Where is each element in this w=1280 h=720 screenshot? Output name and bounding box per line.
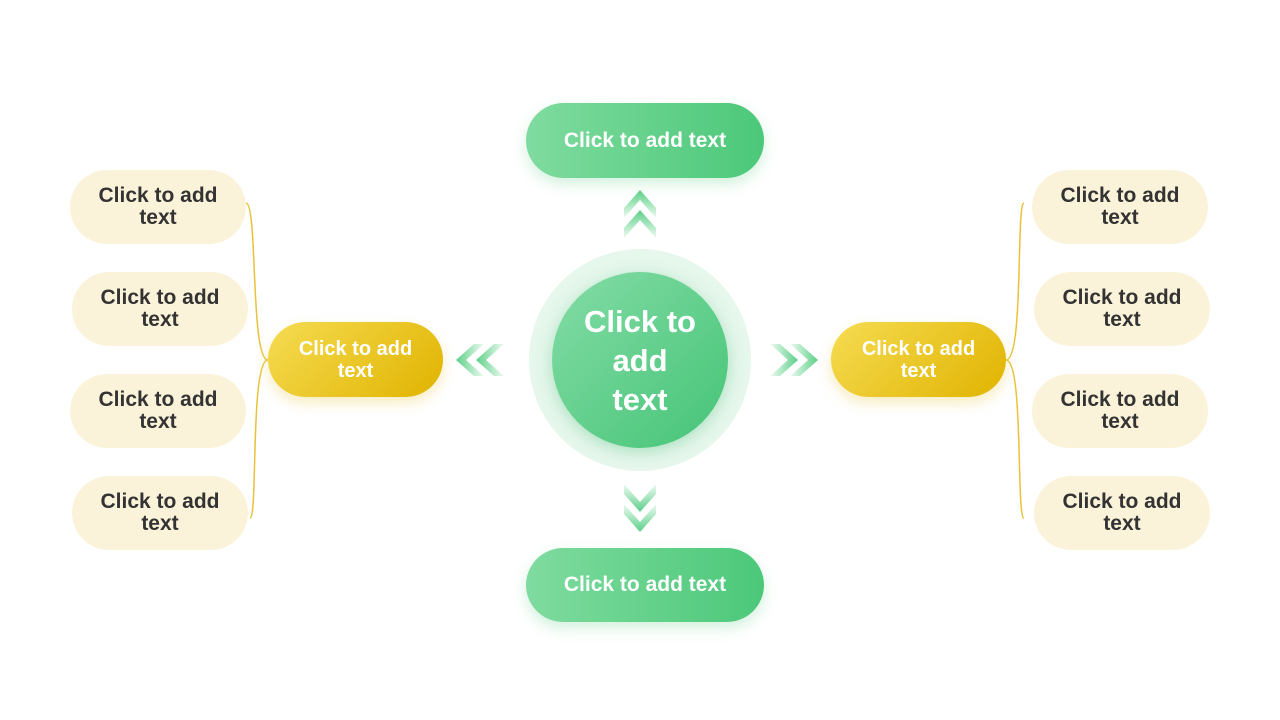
arrow-down-icon — [624, 484, 656, 532]
left-item-3[interactable]: Click to add text — [70, 374, 246, 448]
right-item-label: Click to add text — [1062, 490, 1182, 535]
right-item-3[interactable]: Click to add text — [1032, 374, 1208, 448]
left-hub-label: Click to add text — [298, 337, 413, 382]
arrow-right-icon — [770, 344, 818, 376]
bottom-node-label: Click to add text — [563, 573, 727, 596]
bottom-node[interactable]: Click to add text — [526, 548, 764, 622]
top-node-label: Click to add text — [563, 128, 727, 152]
left-item-label: Click to add text — [98, 184, 218, 229]
right-item-label: Click to add text — [1060, 184, 1180, 229]
left-item-label: Click to add text — [100, 286, 220, 331]
right-item-4[interactable]: Click to add text — [1034, 476, 1210, 550]
arrow-up-icon — [624, 190, 656, 238]
right-item-label: Click to add text — [1060, 388, 1180, 433]
arrow-left-icon — [456, 344, 504, 376]
right-item-2[interactable]: Click to add text — [1034, 272, 1210, 346]
right-bracket-connector — [1005, 202, 1025, 519]
top-node[interactable]: Click to add text — [526, 103, 764, 178]
center-node[interactable]: Click to add text — [552, 272, 728, 448]
left-item-label: Click to add text — [98, 388, 218, 433]
left-hub-node[interactable]: Click to add text — [268, 322, 443, 397]
left-item-2[interactable]: Click to add text — [72, 272, 248, 346]
right-hub-label: Click to add text — [861, 337, 976, 382]
center-node-label: Click to add text — [584, 303, 696, 417]
right-item-label: Click to add text — [1062, 286, 1182, 331]
left-item-label: Click to add text — [100, 490, 220, 535]
left-bracket-connector — [245, 202, 269, 519]
right-item-1[interactable]: Click to add text — [1032, 170, 1208, 244]
left-item-1[interactable]: Click to add text — [70, 170, 246, 244]
left-item-4[interactable]: Click to add text — [72, 476, 248, 550]
right-hub-node[interactable]: Click to add text — [831, 322, 1006, 397]
